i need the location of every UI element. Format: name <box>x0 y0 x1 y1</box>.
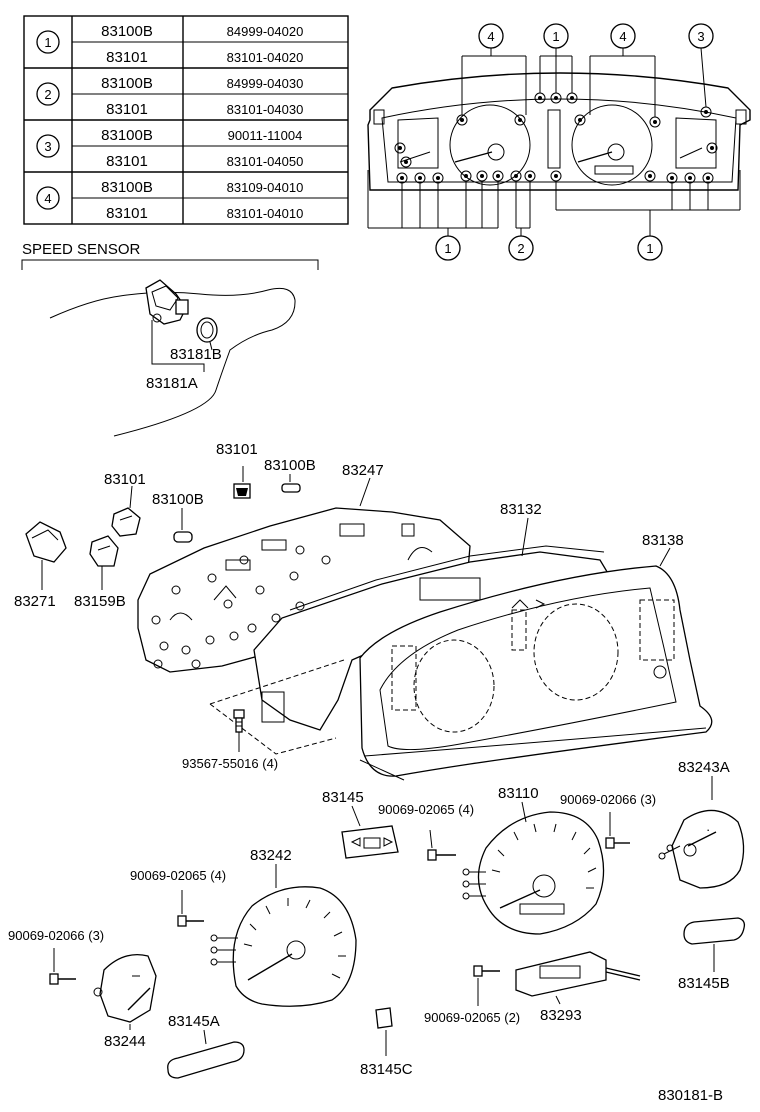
svg-text:·: · <box>706 822 710 837</box>
screw-icon <box>427 849 456 861</box>
label-83145: 83145 <box>322 789 364 806</box>
table-part: 83100B <box>101 179 153 196</box>
small-gauge-icon <box>93 953 157 1023</box>
label-83145C: 83145C <box>360 1061 413 1078</box>
label-90069-02065-2: 90069-02065 (2) <box>424 1010 520 1025</box>
callout-top: 4 <box>487 29 494 44</box>
indicator-plate <box>341 825 399 859</box>
bulb-icon <box>173 531 193 543</box>
table-part: 83101 <box>106 153 148 170</box>
label-83100B: 83100B <box>264 457 316 474</box>
label-83243A: 83243A <box>678 759 730 776</box>
table-number: 83101-04020 <box>227 50 304 65</box>
callout-top: 1 <box>552 29 559 44</box>
label-83101: 83101 <box>216 441 258 458</box>
lens-strip-icon <box>167 1041 245 1079</box>
label-83159B: 83159B <box>74 593 126 610</box>
screw-icon <box>177 915 204 927</box>
label-83242: 83242 <box>250 847 292 864</box>
label-90069-02066-3: 90069-02066 (3) <box>560 792 656 807</box>
speed-sensor-section: SPEED SENSOR 83181B 83181A <box>21 241 319 437</box>
callout-bottom: 1 <box>444 241 451 256</box>
lens-strip-icon <box>683 917 746 945</box>
socket-icon <box>89 535 119 567</box>
label-83181A: 83181A <box>146 375 198 392</box>
label-90069-02065-4: 90069-02065 (4) <box>378 802 474 817</box>
fuel-temp-gauge-icon: · <box>658 809 745 889</box>
screw-icon <box>49 973 76 985</box>
speed-sensor-title: SPEED SENSOR <box>22 241 141 258</box>
figure-id: 830181-B <box>658 1087 723 1104</box>
table-ref-3: 3 <box>44 139 51 154</box>
label-83145B: 83145B <box>678 975 730 992</box>
bulb-icon <box>281 483 301 493</box>
callout-bottom: 2 <box>517 241 524 256</box>
screw-icon <box>473 965 500 977</box>
table-part: 83100B <box>101 127 153 144</box>
label-83100B: 83100B <box>152 491 204 508</box>
table-part: 83101 <box>106 205 148 222</box>
table-part: 83101 <box>106 101 148 118</box>
bulb-reference-table: 1 83100B 84999-04020 83101 83101-04020 2… <box>23 15 349 225</box>
label-83145A: 83145A <box>168 1013 220 1030</box>
bulb-icon <box>233 483 251 499</box>
label-83244: 83244 <box>104 1033 146 1050</box>
label-83101: 83101 <box>104 471 146 488</box>
table-part: 83100B <box>101 23 153 40</box>
label-83293: 83293 <box>540 1007 582 1024</box>
small-lens-icon <box>375 1007 393 1029</box>
label-83181B: 83181B <box>170 346 222 363</box>
connector-icon <box>25 521 67 563</box>
socket-icon <box>111 507 141 537</box>
label-90069-02066-3: 90069-02066 (3) <box>8 928 104 943</box>
callout-top: 3 <box>697 29 704 44</box>
tachometer-icon <box>462 811 605 935</box>
table-number: 83101-04030 <box>227 102 304 117</box>
callout-top: 4 <box>619 29 626 44</box>
table-part: 83101 <box>106 49 148 66</box>
label-83271: 83271 <box>14 593 56 610</box>
speedometer-icon <box>210 886 357 1007</box>
table-number: 83101-04050 <box>227 154 304 169</box>
table-number: 84999-04030 <box>227 76 304 91</box>
o-ring-icon <box>196 317 218 343</box>
label-93567-55016: 93567-55016 (4) <box>182 756 278 771</box>
screw-icon <box>605 837 630 849</box>
cluster-exploded-view <box>25 466 713 781</box>
table-ref-1: 1 <box>44 35 51 50</box>
lcd-module-icon <box>515 951 641 997</box>
table-number: 84999-04020 <box>227 24 304 39</box>
screw-icon <box>233 709 245 733</box>
part-labels: 83101 83100B 83247 83101 83100B 83132 83… <box>8 441 730 1104</box>
label-83110: 83110 <box>498 785 539 802</box>
speed-sensor-icon <box>145 279 189 325</box>
label-83138: 83138 <box>642 532 684 549</box>
label-83247: 83247 <box>342 462 384 479</box>
callout-bottom: 1 <box>646 241 653 256</box>
label-90069-02065-4: 90069-02065 (4) <box>130 868 226 883</box>
table-number: 83109-04010 <box>227 180 304 195</box>
cluster-rear-view: 4 1 4 3 1 2 1 <box>367 23 751 261</box>
table-number: 83101-04010 <box>227 206 304 221</box>
table-part: 83100B <box>101 75 153 92</box>
label-83132: 83132 <box>500 501 542 518</box>
table-ref-4: 4 <box>44 191 51 206</box>
table-ref-2: 2 <box>44 87 51 102</box>
table-number: 90011-11004 <box>228 128 303 143</box>
